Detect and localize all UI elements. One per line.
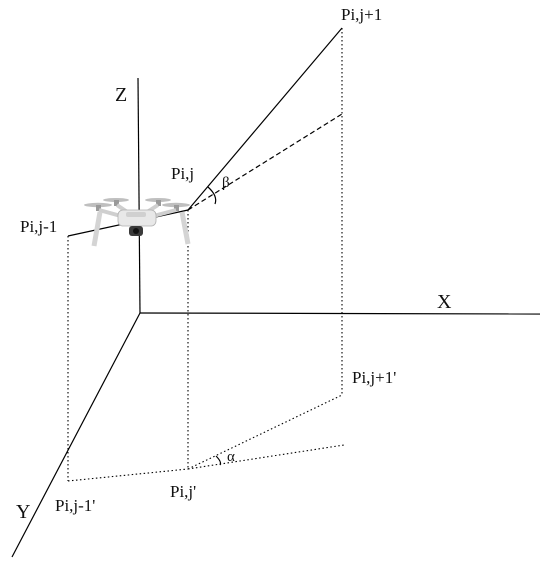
drone-icon	[84, 198, 191, 247]
coordinate-axes	[11, 77, 541, 558]
extension-line	[187, 113, 343, 211]
segment-current-to-next	[187, 27, 343, 211]
x-axis-label: X	[437, 291, 452, 313]
y-axis-label: Y	[16, 501, 30, 523]
y-axis	[11, 312, 141, 558]
point-label-next: Pi,j+1	[341, 5, 382, 24]
proj-segment-prev-to-current	[67, 468, 189, 482]
z-axis-label: Z	[115, 84, 127, 106]
point-label-prev: Pi,j-1	[20, 217, 57, 236]
beta-angle-arc	[207, 186, 217, 205]
alpha-angle-arc	[215, 455, 222, 466]
point-label-current: Pi,j	[171, 164, 194, 183]
x-axis	[139, 312, 541, 315]
proj-extension-line	[187, 444, 345, 470]
point-label-current-proj: Pi,j'	[170, 482, 196, 501]
projection-lines	[67, 28, 343, 481]
beta-angle-label: β	[222, 175, 230, 191]
alpha-angle-label: α	[227, 449, 235, 465]
point-label-prev-proj: Pi,j-1'	[55, 496, 95, 515]
projected-path	[67, 394, 345, 482]
z-axis	[137, 77, 141, 314]
proj-segment-current-to-next	[187, 394, 343, 470]
point-label-next-proj: Pi,j+1'	[352, 368, 396, 387]
